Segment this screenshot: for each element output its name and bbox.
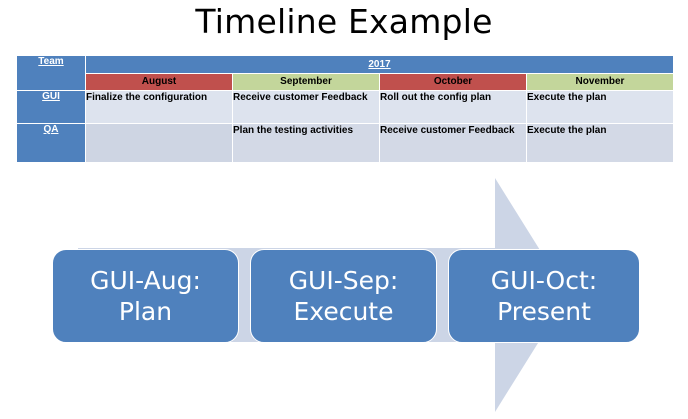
step-box-gui-aug[interactable]: GUI-Aug: Plan xyxy=(52,249,239,343)
team-label-qa: QA xyxy=(43,124,59,135)
team-header-label: Team xyxy=(38,56,64,67)
step-box-gui-oct[interactable]: GUI-Oct: Present xyxy=(448,249,640,343)
table-header-month-row: August September October November xyxy=(17,73,674,91)
table-header-month-august: August xyxy=(85,73,233,91)
row-team-label-gui: GUI xyxy=(16,90,86,124)
step-box-gui-sep-line1: GUI-Sep: xyxy=(288,266,399,295)
year-header-label: 2017 xyxy=(368,59,391,70)
table-header-month-september: September xyxy=(232,73,380,91)
cell-gui-august: Finalize the configuration xyxy=(85,90,233,124)
step-box-gui-aug-line2: Plan xyxy=(118,297,173,326)
step-box-gui-sep-line2: Execute xyxy=(293,297,394,326)
table-header-year: 2017 xyxy=(85,55,674,74)
table-header-team: Team xyxy=(16,55,86,91)
table-row: GUI Finalize the configuration Receive c… xyxy=(16,90,674,124)
cell-qa-august xyxy=(85,123,233,163)
page-title: Timeline Example xyxy=(195,2,493,41)
team-label-gui: GUI xyxy=(42,91,60,102)
step-box-gui-sep[interactable]: GUI-Sep: Execute xyxy=(250,249,437,343)
cell-qa-october: Receive customer Feedback xyxy=(379,123,527,163)
cell-gui-october: Roll out the config plan xyxy=(379,90,527,124)
cell-qa-november: Execute the plan xyxy=(526,123,674,163)
cell-gui-november: Execute the plan xyxy=(526,90,674,124)
row-team-label-qa: QA xyxy=(16,123,86,163)
timeline-table: Team 2017 August September October Novem… xyxy=(16,55,674,163)
step-box-gui-oct-line1: GUI-Oct: xyxy=(490,266,598,295)
table-header-month-november: November xyxy=(526,73,674,91)
table-header-month-october: October xyxy=(379,73,527,91)
cell-gui-september: Receive customer Feedback xyxy=(232,90,380,124)
table-row: QA Plan the testing activities Receive c… xyxy=(16,123,674,163)
table-header-year-row: Team 2017 xyxy=(16,55,674,91)
cell-qa-september: Plan the testing activities xyxy=(232,123,380,163)
step-box-gui-aug-line1: GUI-Aug: xyxy=(90,266,201,295)
step-box-gui-oct-line2: Present xyxy=(497,297,591,326)
